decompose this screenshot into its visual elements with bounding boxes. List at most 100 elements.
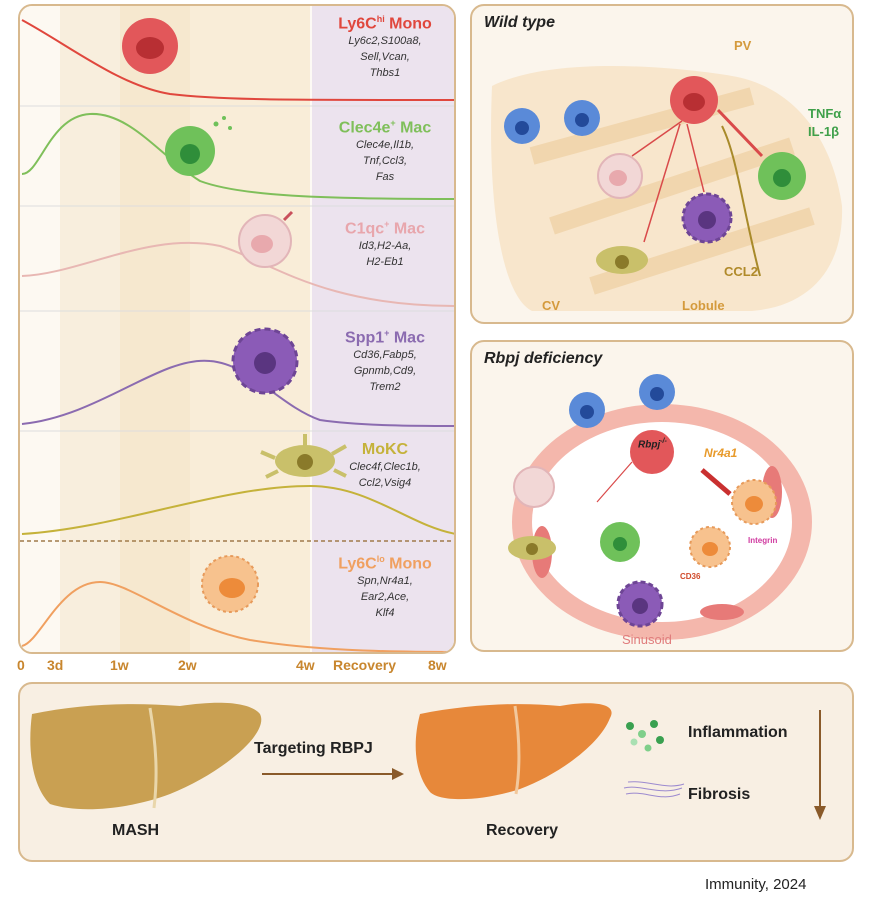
c1qc-genes: Id3,H2-Aa,H2-Eb1	[358, 240, 412, 269]
pv-label: PV	[734, 38, 752, 53]
clec4e-mac-icon	[600, 522, 640, 562]
tnf-label: TNFα	[808, 106, 842, 121]
fibrosis-icon	[623, 781, 685, 798]
targeting-label: Targeting RBPJ	[254, 740, 373, 757]
targeting-arrowhead	[392, 768, 404, 780]
outcome-svg	[30, 702, 826, 820]
ly6clo-name: Ly6Clo Mono	[338, 554, 432, 573]
ccl2-label: CCL2	[724, 264, 758, 279]
rbpj-svg	[508, 374, 812, 640]
integrin-label: Integrin	[748, 536, 778, 545]
cd36-label: CD36	[680, 572, 701, 581]
clec4e-mac-icon	[758, 152, 806, 200]
il1b-label: IL-1β	[808, 124, 840, 139]
timeline-svg	[20, 6, 454, 652]
spp1-label-block: Spp1+ Mac Cd36,Fabp5,Gpnmb,Cd9,Trem2	[312, 328, 454, 395]
mokc-genes: Clec4f,Clec1b,Ccl2,Vsig4	[349, 461, 421, 489]
mokc-icon	[508, 536, 556, 560]
axis-tick-2w: 2w	[178, 657, 197, 673]
mokc-label-block: MoKC Clec4f,Clec1b,Ccl2,Vsig4	[312, 441, 454, 491]
kupffer-cell-icon	[564, 100, 600, 136]
ly6chi-curve	[21, 19, 454, 101]
axis-tick-1w: 1w	[110, 657, 129, 673]
recovery-label: Recovery	[486, 822, 559, 839]
ly6clo-curve	[21, 580, 454, 652]
phase-shade-2	[120, 6, 190, 652]
axis-tick-recovery: Recovery	[333, 657, 397, 673]
kupffer-cell-icon	[639, 374, 675, 410]
spp1-mac-icon	[681, 192, 733, 244]
spp1-name: Spp1+ Mac	[345, 328, 425, 347]
arrow	[596, 461, 633, 503]
recovery-shade	[312, 6, 454, 652]
ly6clo-label-block: Ly6Clo Mono Spn,Nr4a1,Ear2,Ace,Klf4	[312, 554, 454, 621]
arrow	[643, 123, 681, 243]
mash-liver-icon	[30, 702, 262, 810]
nr4a1-arrow	[700, 468, 732, 496]
mokc-curve	[21, 484, 454, 535]
spp1-genes: Cd36,Fabp5,Gpnmb,Cd9,Trem2	[353, 349, 417, 394]
rbpj-deficiency-panel: Rbpj deficiency Rbpj-/- Nr4a1 Integrin C…	[470, 340, 854, 652]
axis-tick-4w: 4w	[296, 657, 315, 673]
mash-label: MASH	[112, 822, 160, 839]
kupffer-cell-icon	[504, 108, 540, 144]
inflammation-label: Inflammation	[688, 724, 788, 741]
citation: Immunity, 2024	[705, 876, 807, 893]
liver-ligament	[513, 705, 521, 795]
wild-type-svg	[491, 66, 843, 311]
ly6clo-mono-icon	[689, 526, 731, 568]
axis-tick-3d: 3d	[47, 657, 64, 673]
ccl2-arrow	[721, 125, 761, 277]
c1qc-name: C1qc+ Mac	[345, 219, 425, 238]
cv-label: CV	[542, 298, 561, 313]
clec4e-cell-icon	[165, 116, 232, 176]
sinusoid-lumen	[532, 422, 792, 622]
spp1-mac-icon	[616, 580, 664, 628]
mokc-name: MoKC	[361, 441, 409, 458]
rbpj-ko-label: Rbpj-/-	[638, 438, 667, 451]
phase-shade-3	[190, 6, 310, 652]
lobule-label: Lobule	[682, 298, 725, 313]
mokc-cell-icon	[260, 434, 347, 479]
arrow	[686, 123, 705, 193]
timeline-panel: Ly6Chi Mono Ly6c2,S100a8,Sell,Vcan,Thbs1…	[18, 4, 456, 654]
recovery-liver-icon	[415, 703, 612, 800]
c1qc-mac-icon	[513, 466, 555, 508]
rbpj-mono-icon	[630, 430, 674, 474]
c1qc-cell-icon	[238, 210, 294, 268]
outcome-panel: MASH Targeting RBPJ Recovery Inflammatio…	[18, 682, 854, 862]
inflammation-icon	[626, 720, 664, 752]
rbpj-title: Rbpj deficiency	[484, 350, 603, 367]
phase-shade-0	[20, 6, 60, 652]
decrease-arrowhead	[814, 806, 826, 820]
c1qc-mac-icon	[597, 153, 643, 199]
wild-type-panel: Wild type PV CV Lobule CCL2 TNFα IL-1β	[470, 4, 854, 324]
axis-tick-8w: 8w	[428, 657, 447, 673]
ly6chi-name: Ly6Chi Mono	[338, 14, 432, 33]
arrow	[716, 108, 764, 158]
ly6clo-cell-icon	[201, 555, 259, 613]
axis-tick-0: 0	[17, 657, 25, 673]
fibrosis-label: Fibrosis	[688, 786, 751, 803]
clec4e-label-block: Clec4e+ Mac Clec4e,Il1b,Tnf,Ccl3,Fas	[312, 118, 454, 185]
ly6chi-label-block: Ly6Chi Mono Ly6c2,S100a8,Sell,Vcan,Thbs1	[312, 14, 454, 81]
kupffer-cell-icon	[569, 392, 605, 428]
spp1-cell-icon	[231, 327, 299, 395]
ly6clo-mono-icon	[731, 479, 777, 525]
liver-ligament	[148, 707, 158, 809]
clec4e-name: Clec4e+ Mac	[338, 118, 432, 137]
c1qc-curve	[21, 241, 454, 307]
wild-type-title: Wild type	[484, 14, 555, 31]
c1qc-label-block: C1qc+ Mac Id3,H2-Aa,H2-Eb1	[312, 219, 454, 270]
ly6chi-mono-icon	[670, 76, 718, 124]
sinusoid-label: Sinusoid	[622, 632, 672, 647]
nr4a1-label: Nr4a1	[704, 446, 738, 460]
mokc-icon	[596, 246, 648, 274]
arrow	[631, 120, 683, 157]
phase-shade-1	[60, 6, 120, 652]
clec4e-genes: Clec4e,Il1b,Tnf,Ccl3,Fas	[355, 139, 415, 184]
ly6chi-genes: Ly6c2,S100a8,Sell,Vcan,Thbs1	[348, 35, 422, 80]
endothelial-cell	[700, 604, 744, 620]
ly6clo-genes: Spn,Nr4a1,Ear2,Ace,Klf4	[357, 575, 413, 620]
ly6chi-cell-icon	[122, 18, 178, 74]
